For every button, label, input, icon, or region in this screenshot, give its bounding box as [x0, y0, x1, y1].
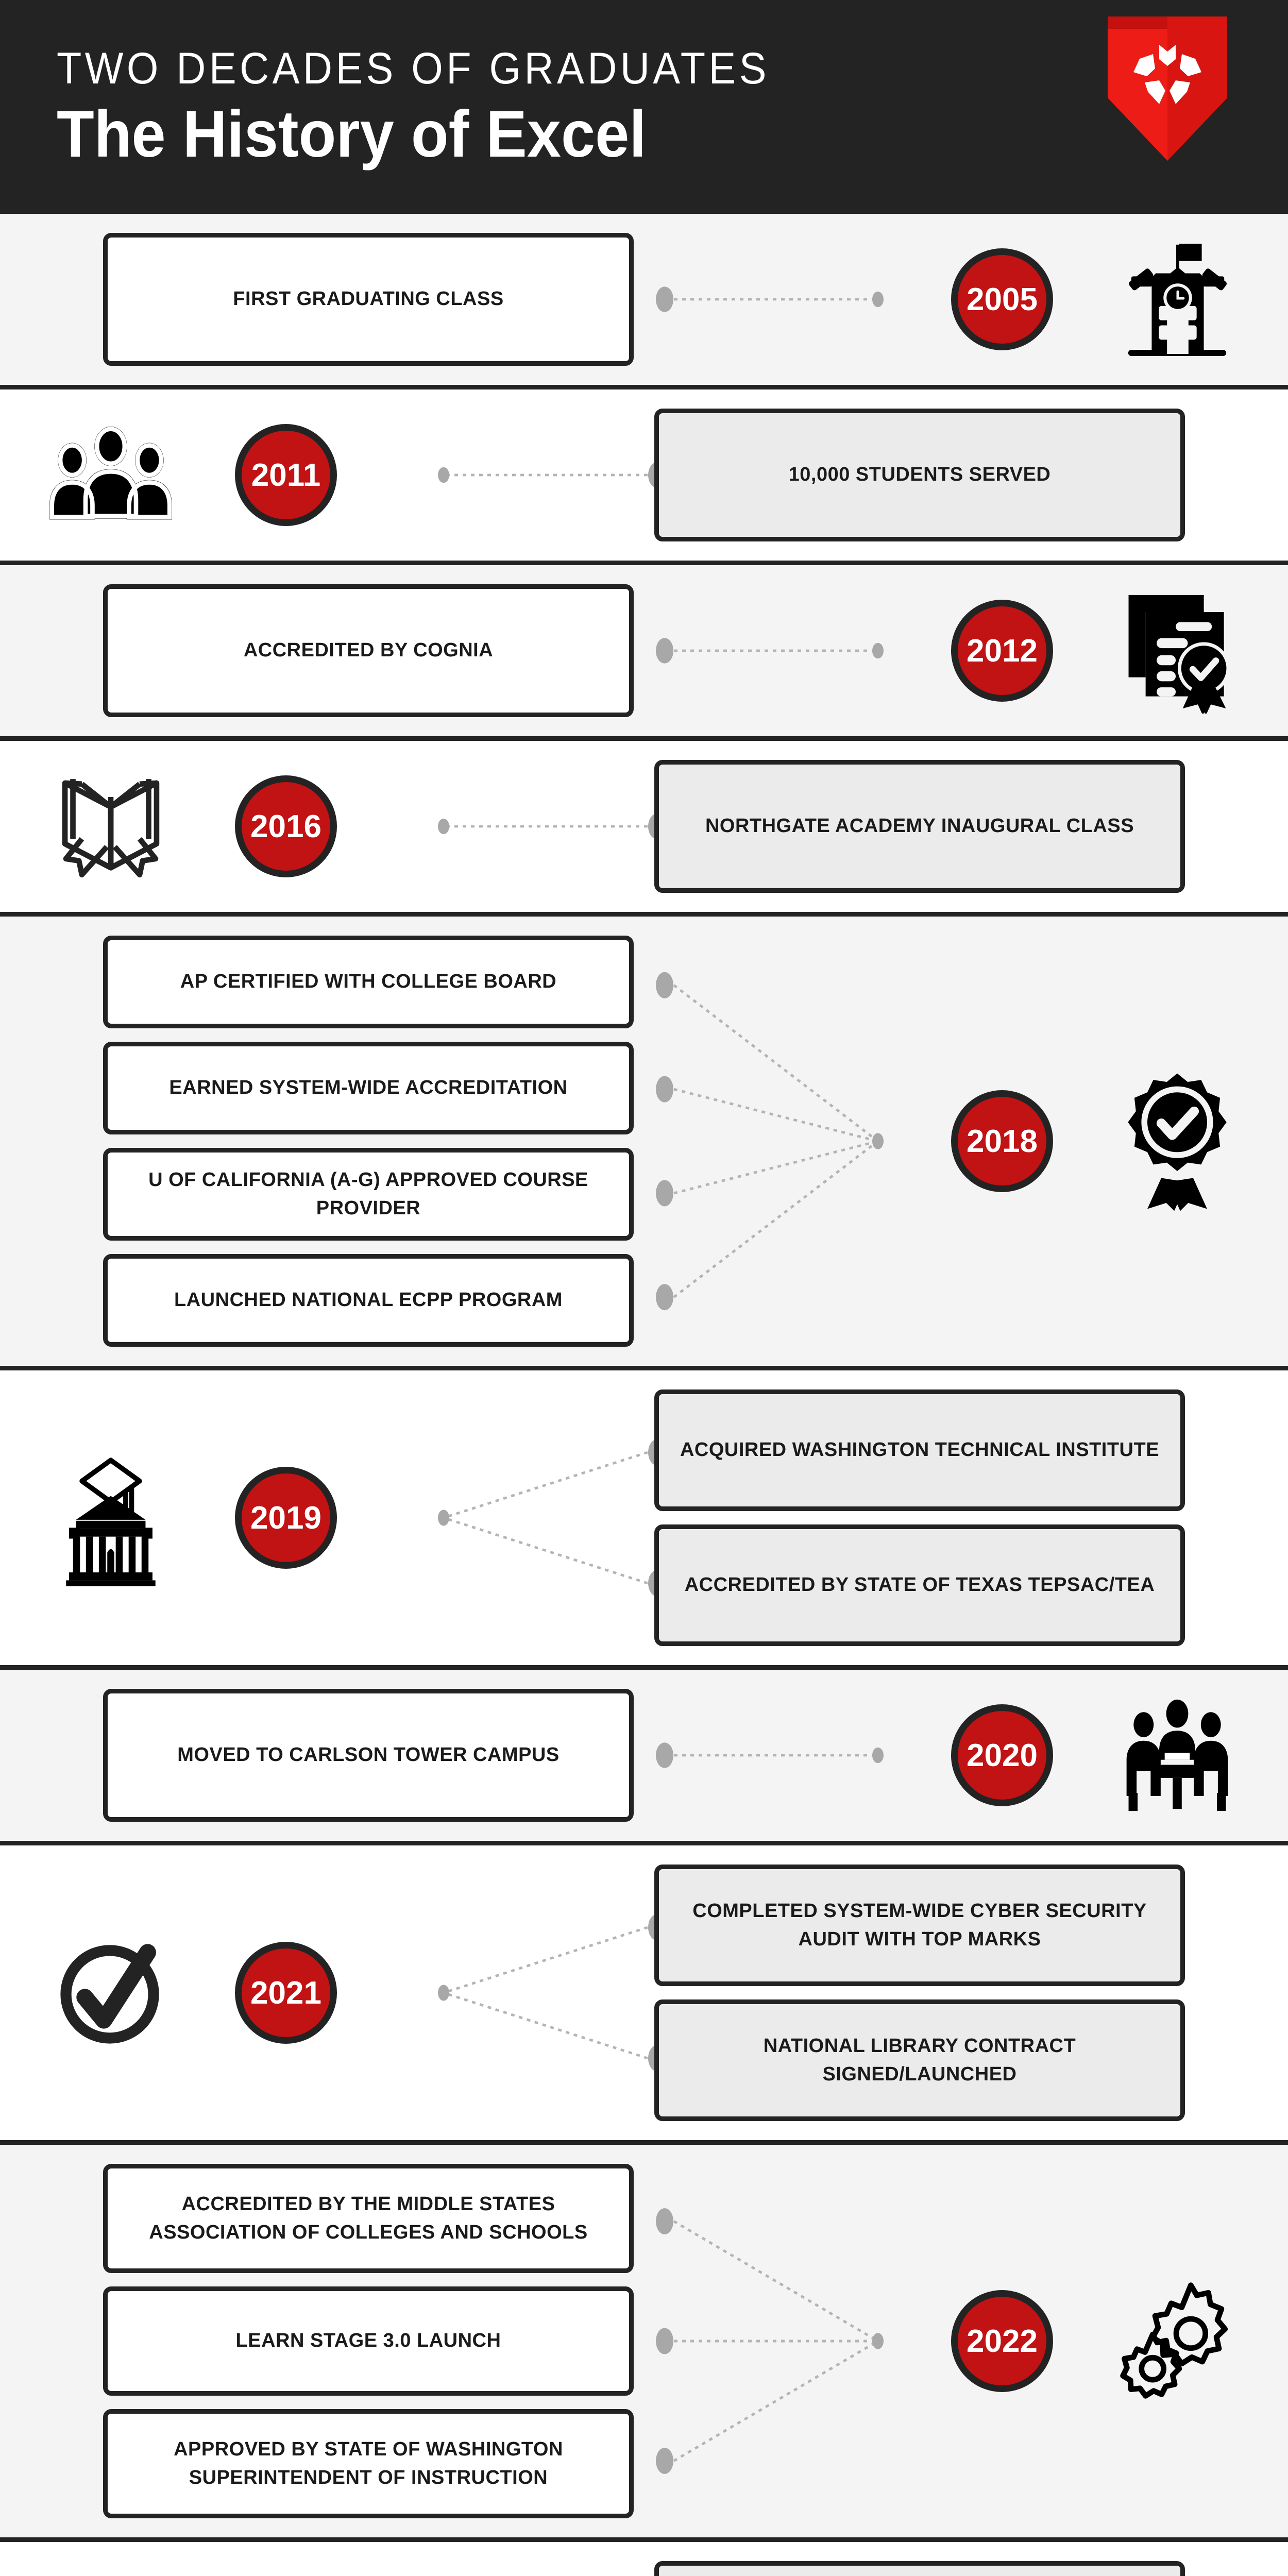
fact-box-list: NORTHGATE ACADEMY INAUGURAL CLASS [453, 760, 1288, 893]
connector-space [835, 917, 938, 1366]
fact-box-list: SOC2 COMPLIANCE CERTIFICATIONLEARN STAGE… [453, 2561, 1288, 2576]
timeline-row: 2016 NORTHGATE ACADEMY INAUGURAL CLASS [0, 736, 1288, 917]
fact-box: LEARN STAGE 3.0 LAUNCH [103, 2286, 634, 2396]
year-badge-wrap: 2011 [222, 424, 350, 526]
excel-high-school-shield-logo [1108, 16, 1227, 161]
connector-space [350, 1370, 453, 1665]
fact-box: ACCREDITED BY STATE OF TEXAS TEPSAC/TEA [654, 1524, 1185, 1646]
open-book-diploma-icon [0, 759, 222, 894]
connector-space [350, 1845, 453, 2140]
fact-box: 10,000 STUDENTS SERVED [654, 409, 1185, 541]
fact-box: ACCREDITED BY COGNIA [103, 584, 634, 717]
gears-icon [1066, 2278, 1288, 2404]
school-building-icon [1066, 241, 1288, 358]
year-badge: 2012 [951, 600, 1053, 702]
timeline-row: MOVED TO CARLSON TOWER CAMPUS 2020 [0, 1665, 1288, 1845]
timeline-row: ACCREDITED BY COGNIA 2012 [0, 561, 1288, 741]
timeline-row: 2024SOC2 COMPLIANCE CERTIFICATIONLEARN S… [0, 2537, 1288, 2576]
award-rosette-check-icon [1066, 1071, 1288, 1211]
group-of-people-icon [0, 426, 222, 524]
people-at-table-icon [1066, 1698, 1288, 1813]
header: TWO DECADES OF GRADUATES The History of … [0, 0, 1288, 214]
year-badge-wrap: 2016 [222, 775, 350, 877]
year-badge: 2020 [951, 1704, 1053, 1806]
fact-box: NORTHGATE ACADEMY INAUGURAL CLASS [654, 760, 1185, 893]
fact-box: NATIONAL LIBRARY CONTRACT SIGNED/LAUNCHE… [654, 1999, 1185, 2121]
certificate-document-icon [1066, 588, 1288, 714]
fact-box-list: FIRST GRADUATING CLASS [0, 233, 835, 366]
fact-box: FIRST GRADUATING CLASS [103, 233, 634, 366]
fact-box-list: 10,000 STUDENTS SERVED [453, 409, 1288, 541]
check-circle-icon [0, 1930, 222, 2055]
year-badge: 2019 [235, 1467, 337, 1569]
connector-space [835, 1670, 938, 1841]
year-badge-wrap: 2012 [938, 600, 1066, 702]
year-badge-wrap: 2005 [938, 248, 1066, 350]
timeline-row: FIRST GRADUATING CLASS 2005 [0, 209, 1288, 389]
fact-box: EARNED SYSTEM-WIDE ACCREDITATION [103, 1042, 634, 1134]
year-badge-wrap: 2019 [222, 1467, 350, 1569]
timeline-row: AP CERTIFIED WITH COLLEGE BOARD EARNED SY… [0, 912, 1288, 1370]
fact-box: AP CERTIFIED WITH COLLEGE BOARD [103, 936, 634, 1028]
fact-box: LAUNCHED NATIONAL ECPP PROGRAM [103, 1254, 634, 1347]
graduation-cap-campus-icon [0, 1448, 222, 1588]
fact-box: COMPLETED SYSTEM-WIDE CYBER SECURITY AUD… [654, 1865, 1185, 1986]
year-badge: 2011 [235, 424, 337, 526]
fact-box-list: AP CERTIFIED WITH COLLEGE BOARD EARNED SY… [0, 936, 835, 1347]
year-badge-wrap: 2021 [222, 1942, 350, 2044]
fact-box: SOC2 COMPLIANCE CERTIFICATION [654, 2561, 1185, 2576]
fact-box: ACCREDITED BY THE MIDDLE STATES ASSOCIAT… [103, 2164, 634, 2273]
timeline-row: 2011 10,000 STUDENTS SERVED [0, 385, 1288, 565]
year-badge: 2016 [235, 775, 337, 877]
year-badge: 2021 [235, 1942, 337, 2044]
page-title: The History of Excel [57, 97, 647, 172]
connector-space [350, 2542, 453, 2576]
connector-space [350, 389, 453, 561]
fact-box: MOVED TO CARLSON TOWER CAMPUS [103, 1689, 634, 1822]
connector-space [835, 565, 938, 736]
year-badge: 2022 [951, 2290, 1053, 2392]
fact-box: APPROVED BY STATE OF WASHINGTON SUPERINT… [103, 2409, 634, 2518]
fact-box-list: MOVED TO CARLSON TOWER CAMPUS [0, 1689, 835, 1822]
fact-box: U OF CALIFORNIA (A-G) APPROVED COURSE PR… [103, 1148, 634, 1241]
timeline-rows: FIRST GRADUATING CLASS 2005 [0, 209, 1288, 2576]
header-kicker: TWO DECADES OF GRADUATES [57, 44, 770, 94]
year-badge: 2018 [951, 1090, 1053, 1192]
fact-box-list: COMPLETED SYSTEM-WIDE CYBER SECURITY AUD… [453, 1865, 1288, 2121]
year-badge-wrap: 2020 [938, 1704, 1066, 1806]
timeline-row: 2019 ACQUIRED WASHINGTON TECHNICAL INSTIT… [0, 1366, 1288, 1670]
timeline-row: 2021 COMPLETED SYSTEM-WIDE CYBER SECURITY… [0, 1841, 1288, 2145]
year-badge: 2005 [951, 248, 1053, 350]
year-badge-wrap: 2022 [938, 2290, 1066, 2392]
connector-space [835, 2145, 938, 2537]
timeline-row: ACCREDITED BY THE MIDDLE STATES ASSOCIAT… [0, 2140, 1288, 2542]
connector-space [350, 741, 453, 912]
fact-box-list: ACQUIRED WASHINGTON TECHNICAL INSTITUTE A… [453, 1389, 1288, 1646]
fact-box: ACQUIRED WASHINGTON TECHNICAL INSTITUTE [654, 1389, 1185, 1511]
year-badge-wrap: 2018 [938, 1090, 1066, 1192]
connector-space [835, 214, 938, 385]
fact-box-list: ACCREDITED BY THE MIDDLE STATES ASSOCIAT… [0, 2164, 835, 2518]
fact-box-list: ACCREDITED BY COGNIA [0, 584, 835, 717]
